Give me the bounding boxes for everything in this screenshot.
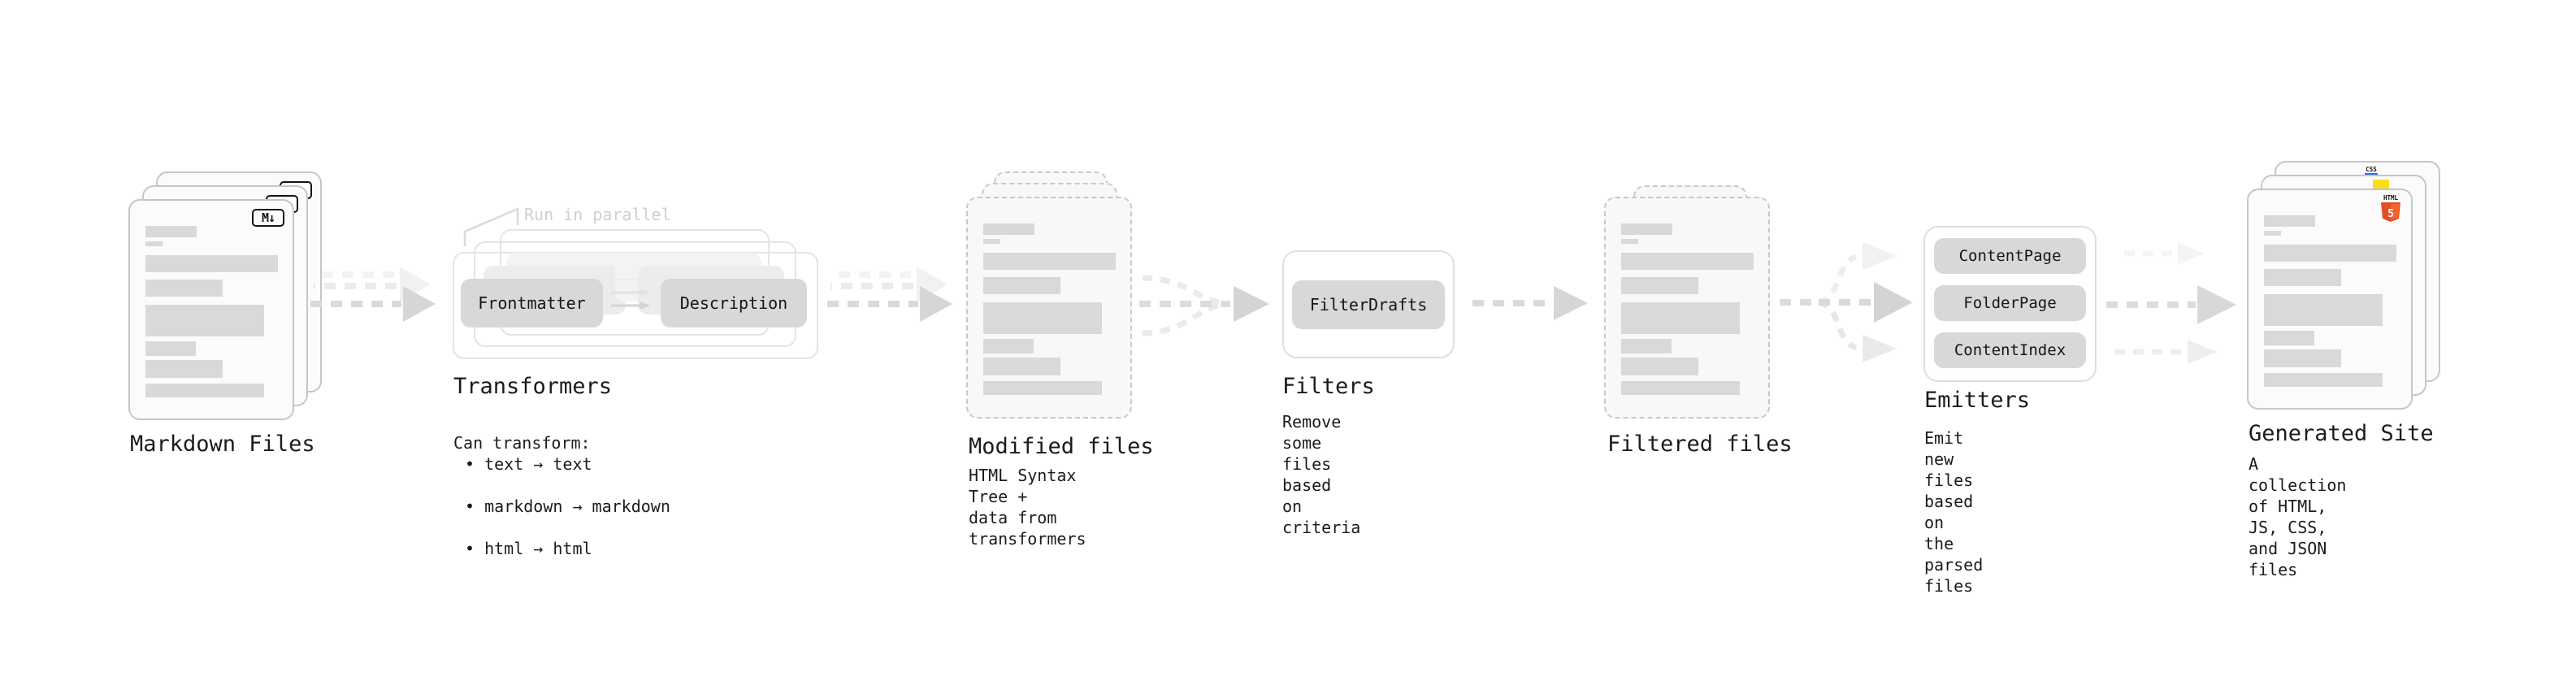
transform-bullet: • text → text [465,454,592,474]
arrow-filtered-to-emitters-icon [1780,242,1913,362]
transform-bullet: • markdown → markdown [465,497,670,516]
transformers-caption: Can transform: • text → text • markdown … [453,411,670,580]
arrow-transformers-to-modified-icon [827,267,952,322]
emitters-label: Emitters [1924,388,2031,413]
svg-text:CSS: CSS [2366,166,2377,173]
frontmatter-pill: Frontmatter [461,279,603,327]
run-in-parallel-annotation: Run in parallel [524,205,671,224]
folderpage-pill: FolderPage [1934,285,2086,321]
svg-text:5: 5 [2387,208,2394,220]
filters-label: Filters [1282,374,1375,399]
markdown-files-label: Markdown Files [130,432,315,457]
emitters-caption: Emit new files based on the parsed files [1924,428,1984,596]
modified-files-label: Modified files [969,434,1154,459]
transform-bullet: • html → html [465,539,592,558]
annotation-leader-line-icon [463,207,519,246]
generated-site-label: Generated Site [2249,421,2434,446]
transformers-caption-title: Can transform: [453,433,591,453]
arrow-emitters-to-site-icon [2106,242,2236,364]
generated-site-caption: A collection of HTML, JS, CSS, and JSON … [2249,454,2347,579]
modified-files-caption: HTML Syntax Tree + data from transformer… [969,466,1086,549]
arrow-markdown-to-transformers-icon [310,267,436,322]
html-file-card: HTML 5 [2247,189,2413,410]
filters-caption: Remove some files based on criteria [1282,412,1361,537]
contentindex-pill: ContentIndex [1934,332,2086,368]
file-content-bars [2264,215,2396,387]
filterdrafts-pill: FilterDrafts [1292,280,1445,329]
css-icon: CSS [2365,166,2378,176]
description-pill: Description [661,279,807,327]
filtered-file-card-front [1604,197,1770,419]
arrow-modified-to-filters-icon [1139,275,1269,336]
modified-file-card-front [966,197,1132,419]
js-icon [2373,180,2389,190]
file-content-bars [983,223,1116,395]
markdown-file-card-front: M↓ [128,199,294,420]
html5-icon: HTML 5 [2381,194,2400,222]
arrow-filters-to-filtered-icon [1472,286,1588,320]
file-content-bars [145,226,278,397]
transformers-label: Transformers [453,374,613,399]
filtered-files-label: Filtered files [1607,432,1793,457]
parallel-arrows-icon [611,275,650,310]
markdown-icon: M↓ [252,209,284,227]
svg-text:HTML: HTML [2383,194,2399,202]
contentpage-pill: ContentPage [1934,238,2086,274]
file-content-bars [1621,223,1754,395]
